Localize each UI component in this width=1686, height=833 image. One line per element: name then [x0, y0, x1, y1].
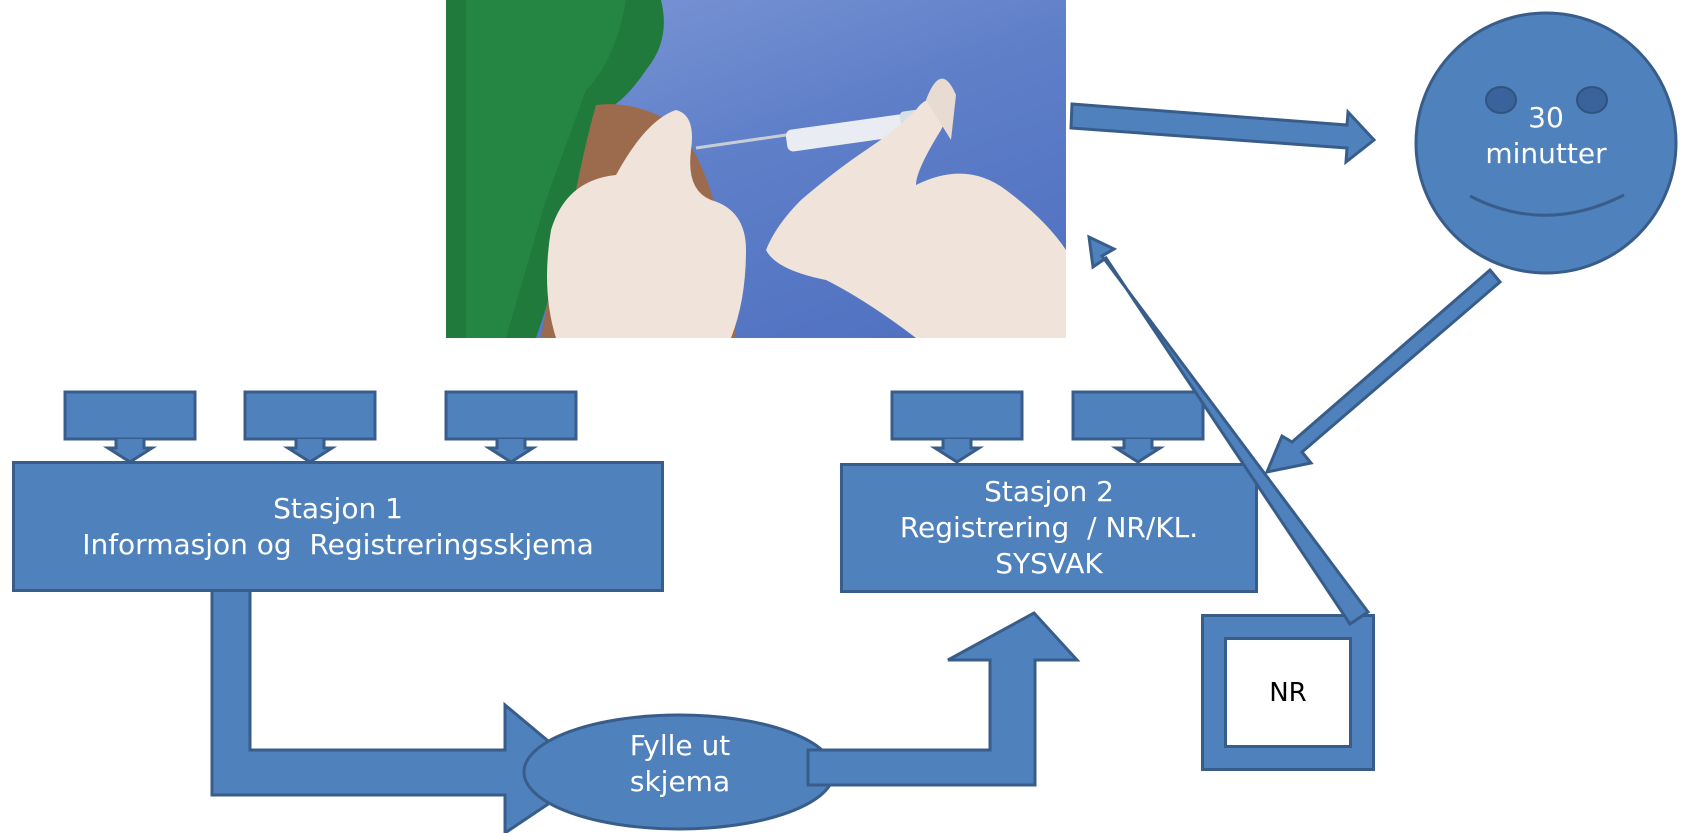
flow-arrow-to-wait — [1069, 102, 1377, 166]
face-right-eye — [1576, 86, 1608, 114]
flow-arrow-to-station2 — [806, 611, 1081, 787]
face-smile — [1469, 193, 1625, 217]
station1-input-boxes — [63, 390, 578, 464]
vaccination-photo — [446, 0, 1066, 338]
nr-box-inner: NR — [1224, 637, 1352, 748]
vaccination-photo-illustration — [446, 0, 1066, 338]
station2-box: Stasjon 2 Registrering / NR/KL. SYSVAK — [840, 463, 1258, 593]
wait-face-line1: 30 — [1528, 101, 1564, 134]
wait-face-line2: minutter — [1485, 137, 1607, 170]
station2-line2: Registrering / NR/KL. — [899, 511, 1199, 544]
station1-title: Stasjon 1 — [273, 491, 403, 525]
station1-box: Stasjon 1 Informasjon og Registreringssk… — [12, 461, 664, 592]
face-left-eye — [1485, 86, 1517, 114]
nr-label: NR — [1269, 677, 1307, 708]
nr-box-outer: NR — [1201, 614, 1375, 771]
form-step-line1: Fylle ut — [629, 729, 731, 762]
flow-arrow-face-to-station2 — [1264, 267, 1503, 475]
station1-subtitle: Informasjon og Registreringsskjema — [82, 527, 594, 561]
wait-face-label: 30 minutter — [1466, 100, 1626, 172]
form-step-line2: skjema — [629, 765, 731, 798]
form-step-label: Fylle ut skjema — [590, 728, 770, 800]
flow-arrow-to-form — [210, 588, 593, 833]
station2-title: Stasjon 2 — [984, 475, 1114, 508]
wait-face-circle — [1414, 11, 1678, 275]
station2-line3: SYSVAK — [995, 547, 1103, 580]
station2-input-boxes — [890, 390, 1205, 464]
